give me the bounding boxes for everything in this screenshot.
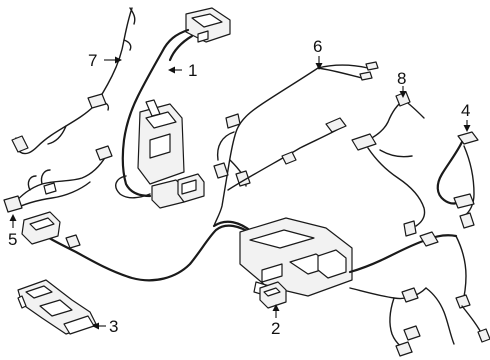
harness-part-1: [115, 7, 231, 209]
callout-6: 6: [313, 37, 322, 56]
cable-part-8: [351, 91, 426, 237]
callout-3: 3: [109, 317, 118, 336]
harness-part-6: [213, 61, 379, 227]
callout-4: 4: [461, 101, 470, 120]
harness-main-bottom: [21, 211, 490, 357]
callout-8: 8: [397, 69, 406, 88]
callout-1: 1: [188, 61, 197, 80]
cable-part-4: [436, 131, 479, 229]
callout-5: 5: [8, 230, 17, 249]
callout-labels: 1 2 3 4 5 6 7 8: [8, 37, 470, 338]
harness-part-5: [3, 145, 113, 213]
bracket-part-3: [17, 279, 97, 335]
harness-part-7: [11, 7, 136, 155]
callout-leaders: [9, 56, 471, 330]
callout-2: 2: [271, 319, 280, 338]
callout-7: 7: [88, 51, 97, 70]
